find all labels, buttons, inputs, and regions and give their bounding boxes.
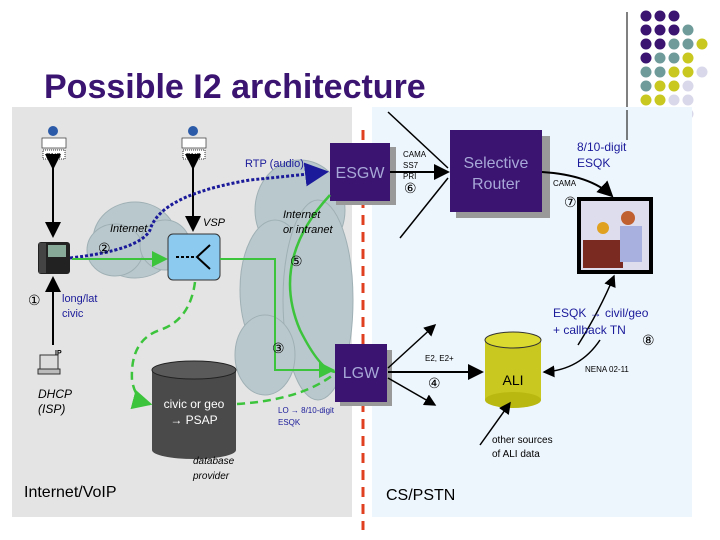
svg-text:civic: civic bbox=[62, 308, 84, 320]
psap-database-cylinder[interactable]: civic or geo → PSAP bbox=[151, 360, 237, 459]
decorative-dot bbox=[696, 38, 708, 50]
step-5: ⑤ bbox=[290, 253, 303, 269]
decorative-dot bbox=[668, 52, 680, 64]
svg-text:LGW: LGW bbox=[343, 365, 380, 382]
svg-text:VSP: VSP bbox=[203, 217, 226, 229]
step-6: ⑥ bbox=[404, 180, 417, 196]
zone-label-cs-pstn: CS/PSTN bbox=[386, 487, 455, 504]
decorative-dot bbox=[682, 24, 694, 36]
ip-phone-icon bbox=[38, 242, 70, 274]
lgw-box[interactable] bbox=[335, 344, 387, 402]
svg-text:IP: IP bbox=[55, 350, 62, 357]
decorative-dot bbox=[654, 52, 666, 64]
step-2: ② bbox=[98, 240, 111, 256]
step-1: ① bbox=[28, 292, 41, 308]
svg-text:Router: Router bbox=[472, 176, 521, 193]
svg-text:long/lat: long/lat bbox=[62, 293, 97, 305]
decorative-dot bbox=[668, 10, 680, 22]
svg-text:database: database bbox=[193, 456, 235, 467]
svg-text:or intranet: or intranet bbox=[283, 224, 333, 236]
psap-operator-icon bbox=[577, 197, 653, 274]
decorative-dot bbox=[654, 10, 666, 22]
selective-router-box[interactable] bbox=[450, 130, 542, 212]
decorative-dot bbox=[640, 94, 652, 106]
computer-icon: IP bbox=[37, 350, 62, 375]
ali-database-cylinder[interactable]: ALI bbox=[484, 331, 542, 408]
svg-text:of ALI data: of ALI data bbox=[492, 449, 540, 460]
decorative-dot bbox=[640, 80, 652, 92]
decorative-dot bbox=[654, 38, 666, 50]
svg-text:(ISP): (ISP) bbox=[38, 402, 65, 416]
decorative-dot bbox=[654, 94, 666, 106]
decorative-dot bbox=[682, 94, 694, 106]
decorative-dot bbox=[682, 38, 694, 50]
svg-text:DHCP: DHCP bbox=[38, 387, 72, 401]
zone-label-internet-voip: Internet/VoIP bbox=[24, 484, 117, 501]
svg-text:CAMA: CAMA bbox=[403, 150, 427, 159]
decorative-dot bbox=[654, 66, 666, 78]
decorative-dot bbox=[682, 66, 694, 78]
decorative-dot bbox=[640, 10, 652, 22]
decorative-dots bbox=[640, 10, 708, 120]
svg-text:RTP (audio): RTP (audio) bbox=[245, 158, 304, 170]
step-8: ⑧ bbox=[642, 332, 655, 348]
step-7: ⑦ bbox=[564, 194, 577, 210]
svg-text:DNS: DNS bbox=[46, 153, 61, 160]
decorative-dot bbox=[668, 94, 680, 106]
svg-text:E2, E2+: E2, E2+ bbox=[425, 354, 454, 363]
esgw-box[interactable] bbox=[330, 143, 390, 201]
svg-text:NENA 02-11: NENA 02-11 bbox=[585, 365, 629, 374]
decorative-dot bbox=[696, 66, 708, 78]
decorative-dot bbox=[682, 52, 694, 64]
svg-text:Internet: Internet bbox=[110, 223, 148, 235]
decorative-dot bbox=[668, 24, 680, 36]
decorative-dot bbox=[640, 38, 652, 50]
step-4: ④ bbox=[428, 375, 441, 391]
svg-text:8/10-digit: 8/10-digit bbox=[577, 140, 627, 154]
decorative-dot bbox=[682, 80, 694, 92]
svg-text:LO → 8/10-digit: LO → 8/10-digit bbox=[278, 406, 335, 415]
rtp-audio-path bbox=[69, 162, 329, 260]
svg-text:civic or geo: civic or geo bbox=[164, 397, 225, 411]
decorative-dot bbox=[640, 52, 652, 64]
svg-text:DNS: DNS bbox=[186, 153, 201, 160]
svg-text:Internet: Internet bbox=[283, 209, 321, 221]
decorative-dot bbox=[640, 24, 652, 36]
svg-text:ESGW: ESGW bbox=[336, 165, 386, 182]
svg-text:ALI: ALI bbox=[502, 372, 523, 388]
svg-text:ESQK → civil/geo: ESQK → civil/geo bbox=[553, 306, 649, 320]
vsp-router-icon[interactable] bbox=[167, 233, 221, 281]
decorative-dot bbox=[654, 80, 666, 92]
svg-text:SS7: SS7 bbox=[403, 161, 419, 170]
svg-text:+ callback TN: + callback TN bbox=[553, 323, 626, 337]
decorative-dot bbox=[668, 38, 680, 50]
decorative-dot bbox=[640, 66, 652, 78]
svg-text:PRI: PRI bbox=[403, 172, 416, 181]
svg-text:CAMA: CAMA bbox=[553, 179, 577, 188]
decorative-dot bbox=[654, 24, 666, 36]
decorative-dot bbox=[668, 66, 680, 78]
page-title: Possible I2 architecture bbox=[44, 68, 426, 106]
svg-text:other sources: other sources bbox=[492, 435, 553, 446]
svg-text:ESQK: ESQK bbox=[577, 156, 610, 170]
svg-text:provider: provider bbox=[192, 471, 230, 482]
decorative-dot bbox=[668, 80, 680, 92]
step-3: ③ bbox=[272, 340, 285, 356]
svg-text:→ PSAP: → PSAP bbox=[170, 413, 217, 427]
svg-text:ESQK: ESQK bbox=[278, 418, 301, 427]
svg-text:Selective: Selective bbox=[464, 155, 529, 172]
